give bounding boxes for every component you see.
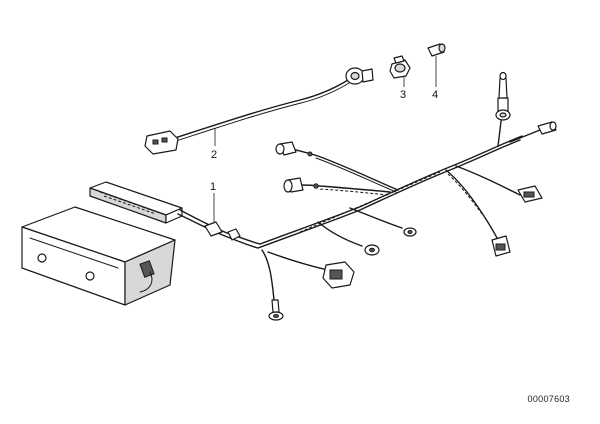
ring-terminal-middle [364,244,380,256]
part-3-bulb-socket [389,55,411,79]
control-unit-housing [21,206,176,306]
light-bar-module [89,181,183,224]
ground-eyelet-bottom [268,299,284,321]
callout-2-label: 2 [211,149,217,161]
part-4-bulb [427,43,446,57]
bulb-holder-upper-left [275,141,313,157]
bulb-holder-lower-left [283,177,319,193]
callout-4: 4 [432,56,438,101]
part-2-flat-connector [144,130,179,155]
callout-2: 2 [211,128,217,161]
document-number: 00007603 [527,394,570,404]
callout-3: 3 [400,77,406,101]
callout-1: 1 [210,181,216,222]
callout-3-label: 3 [400,89,406,101]
connector-lower-right [491,235,511,257]
flat-connector-right [517,185,543,203]
ring-terminal-upper [403,227,417,237]
part-1-main-harness [177,71,557,321]
vertical-connector-top [495,71,511,121]
small-plug-far-right [537,121,557,135]
part-2-harness [144,67,374,155]
callout-1-label: 1 [210,181,216,193]
black-connector-bottom [322,261,355,289]
part-2-round-socket [345,67,374,85]
callout-4-label: 4 [432,89,438,101]
